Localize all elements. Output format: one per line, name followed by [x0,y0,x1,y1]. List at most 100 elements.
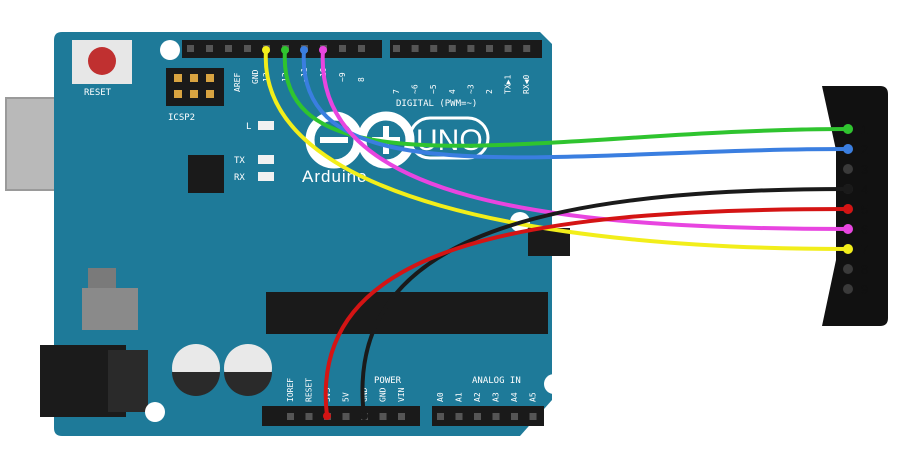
header-pin [244,45,251,52]
analog-pin-label: A5 [529,392,538,402]
mounting-hole [544,374,564,394]
led-l [258,121,274,130]
power-pin-label: 5V [342,392,351,402]
wire-end [843,244,853,254]
digital-pin-label: ~6 [411,84,420,94]
wire [282,48,850,148]
header-pin [358,45,365,52]
power-pin-label: VIN [397,387,406,402]
digital-header-right [390,40,542,58]
analog-pin-label: A2 [473,392,482,402]
usb-chip [188,155,224,193]
analog-pin-label: A4 [510,392,519,402]
wire-end [281,46,289,54]
header-pin [455,413,463,420]
wire-end [319,46,327,54]
header-pin [305,413,313,420]
led-tx [258,155,274,164]
connector-pin-number: 1 [861,122,868,137]
connector-pin-number: 9 [861,282,868,297]
analog-pin-label: A0 [436,392,445,402]
analog-header [432,406,544,426]
connector-pin-number: 4 [861,182,868,197]
header-pin [474,413,481,420]
icsp-label: ICSP2 [168,113,195,123]
mounting-hole [160,40,180,60]
wire [323,207,850,418]
header-pin [398,413,405,420]
digital-pin-label: TX▶1 [504,75,513,94]
wire [320,48,850,231]
rx-label: RX [234,173,245,183]
header-pin [393,45,400,52]
header-pin [492,413,500,420]
header-pin [206,45,213,52]
connector-pin-labels: 1 2 3 4 5 6 7 8 9 [861,122,868,297]
digital-pin-label: ~9 [338,72,347,82]
wire-end [843,224,853,234]
voltage-regulator [82,268,138,330]
digital-label: DIGITAL (PWM=~) [396,99,477,109]
power-label: POWER [374,376,402,386]
icsp-header [166,68,224,106]
connector-pin-number: 6 [861,222,868,237]
analog-pin-labels: A0 A1 A2 A3 A4 A5 [436,392,538,420]
analog-label: ANALOG IN [472,376,521,386]
connector-pin-number: 5 [861,202,868,217]
wire [360,187,850,418]
digital-pin-label: 8 [357,77,366,82]
capacitor [224,344,272,396]
header-pin [448,45,456,52]
header-pin [467,45,475,52]
header-pin [225,45,232,52]
connector-pin-number: 2 [861,142,868,157]
wire-end [843,204,853,214]
power-pin-label: GND [379,387,388,402]
aref-label: AREF [233,73,242,92]
wire [301,48,850,160]
connector-hole [843,164,853,174]
connector-pin-number: 8 [861,262,868,277]
digital-pin-label: 7 [392,89,401,94]
digital-pin-label: ~5 [429,84,438,94]
header-pin [430,45,438,52]
digital-pin-label: 2 [485,89,494,94]
header-pin [379,413,387,420]
reset-button [72,40,132,84]
connector-hole [843,284,853,294]
mounting-hole [145,402,165,422]
header-pin [511,413,518,420]
gnd-top-label: GND [251,69,260,84]
analog-pin-label: A1 [455,392,464,402]
header-pin [523,45,531,52]
wire-end [360,412,368,420]
wire-end [262,46,270,54]
digital-pin-label: RX◀0 [522,75,531,94]
connector-pin-number: 3 [861,162,868,177]
analog-pin-label: A3 [492,392,501,402]
wire [263,48,850,251]
wire-end [843,184,853,194]
header-pin [287,413,294,420]
power-header [262,406,420,426]
header-pin [342,413,350,420]
capacitor [172,344,220,396]
power-pin-label: RESET [305,378,314,402]
target-connector [822,86,888,326]
connector-pin-number: 7 [861,242,868,257]
wires [262,46,853,420]
reset-label: RESET [84,88,112,98]
main-microcontroller [266,292,548,334]
power-pin-label: IOREF [286,378,295,402]
wire-end [300,46,308,54]
led-rx [258,172,274,181]
led-l-label: L [246,122,251,132]
header-pin [339,45,346,52]
header-pin [187,45,194,52]
digital-pin-label: ~3 [466,84,475,94]
connector-hole [843,264,853,274]
dc-power-jack [40,345,148,417]
header-pin [504,45,512,52]
header-pin [529,413,537,420]
